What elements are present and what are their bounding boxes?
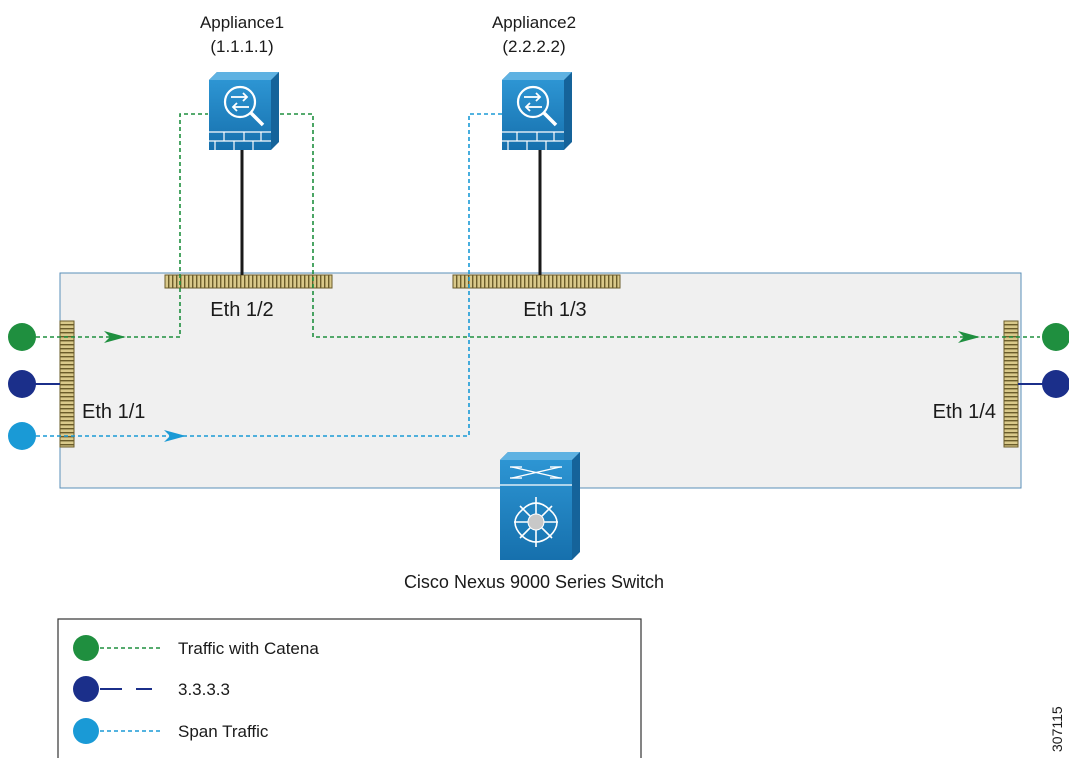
appliance1-name: Appliance1 [200, 13, 284, 32]
port-eth1-1 [59, 320, 75, 448]
port-eth1-3 [452, 274, 621, 289]
figure-id: 307115 [1049, 706, 1065, 752]
cyan-endpoint-left [8, 422, 36, 450]
appliance1-firewall-icon [209, 72, 279, 150]
span-arrow [164, 430, 186, 442]
appliance1-ip: (1.1.1.1) [210, 37, 273, 56]
navy-endpoint-right [1042, 370, 1069, 398]
legend-span-label: Span Traffic [178, 722, 269, 741]
navy-endpoint-left [8, 370, 36, 398]
catena-arrow-right [958, 331, 980, 343]
port-eth1-4 [1003, 320, 1019, 448]
green-endpoint-left [8, 323, 36, 351]
appliance2-ip: (2.2.2.2) [502, 37, 565, 56]
switch-label: Cisco Nexus 9000 Series Switch [404, 572, 664, 592]
legend-box [57, 618, 642, 758]
appliance2-name: Appliance2 [492, 13, 576, 32]
green-endpoint-right [1042, 323, 1069, 351]
legend-green-dot [73, 635, 99, 661]
port-eth1-3-label: Eth 1/3 [523, 299, 586, 321]
legend-navy-dot [73, 676, 99, 702]
catena-arrow-left [104, 331, 126, 343]
legend-catena-label: Traffic with Catena [178, 639, 319, 658]
nexus-switch-icon [500, 452, 580, 560]
span-traffic-path [22, 113, 502, 437]
catena-traffic-path [22, 113, 208, 338]
legend-navy-label: 3.3.3.3 [178, 680, 230, 699]
legend-cyan-dot [73, 718, 99, 744]
port-eth1-1-label: Eth 1/1 [82, 401, 145, 423]
appliance2-firewall-icon [502, 72, 572, 150]
port-eth1-2 [164, 274, 333, 289]
catena-traffic-path-2 [280, 113, 1040, 338]
port-eth1-4-label: Eth 1/4 [933, 401, 996, 423]
port-eth1-2-label: Eth 1/2 [210, 299, 273, 321]
